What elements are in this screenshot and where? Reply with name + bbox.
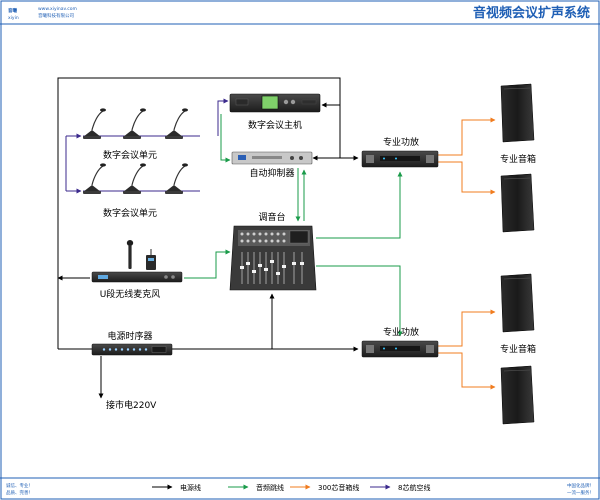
wireless-mic-label: U段无线麦克风 — [100, 288, 161, 300]
logo-text: 音曦 — [8, 7, 17, 14]
conference-unit-icon — [83, 108, 106, 139]
mixer-label: 调音台 — [258, 211, 285, 223]
speaker-line-bottom-2 — [438, 352, 496, 390]
conference-unit-icon — [165, 108, 188, 139]
audio-line-mic-to-mixer — [184, 249, 231, 279]
power-lines — [57, 77, 359, 399]
feedback-suppressor — [231, 151, 313, 165]
conference-unit-bottom-label: 数字会议单元 — [103, 207, 157, 219]
conference-host — [229, 93, 321, 113]
legend-label-speaker-cable: 300芯音箱线 — [318, 483, 359, 492]
footer-note-right-1: 中国化品牌！ — [567, 482, 594, 489]
logo: 音曦 xiyin — [8, 7, 19, 21]
speaker-icon — [500, 273, 535, 333]
conference-units-bottom — [83, 163, 188, 194]
amp-bottom-label: 专业功放 — [383, 326, 419, 338]
speaker-bottom-label: 专业音箱 — [500, 343, 536, 355]
power-sequencer — [91, 343, 173, 356]
legend-label-power: 电源线 — [180, 483, 201, 492]
speaker-icon — [500, 173, 535, 233]
feedback-suppressor-label: 自动抑制器 — [249, 167, 294, 179]
footer-note-left-2: 品质、完善！ — [6, 489, 33, 496]
speaker-line-bottom-1 — [438, 309, 496, 347]
speaker-icon — [500, 365, 535, 425]
conference-host-label: 数字会议主机 — [248, 119, 302, 131]
header-url: www.xiyinav.com — [38, 6, 77, 12]
speaker-top-label: 专业音箱 — [500, 153, 536, 165]
speaker-cables — [438, 117, 496, 390]
wireless-mic — [91, 240, 183, 283]
aviation-cables — [65, 98, 229, 194]
speaker-icon — [500, 83, 535, 143]
speaker-line-top-2 — [438, 161, 496, 195]
legend-label-aviation-cable: 8芯航空线 — [398, 483, 430, 492]
conference-unit-icon — [123, 108, 146, 139]
conference-unit-top-label: 数字会议单元 — [103, 149, 157, 161]
footer-note-left-1: 诚信、专业！ — [6, 482, 33, 489]
logo-subtext: xiyin — [8, 15, 19, 21]
legend-label-audio: 音频跳线 — [256, 483, 284, 492]
audio-line-mixer-to-amp-bottom — [316, 265, 403, 337]
audio-line-mixer-to-amp-top — [316, 171, 403, 239]
handheld-mic-icon — [126, 240, 134, 269]
amp-top-label: 专业功放 — [383, 136, 419, 148]
conference-unit-icon — [83, 163, 106, 194]
audio-lines — [184, 114, 403, 337]
amplifier-top — [361, 150, 439, 168]
aviation-line-host — [217, 98, 229, 136]
conference-unit-icon — [165, 163, 188, 194]
speaker-line-top-1 — [438, 117, 496, 156]
header-company: 音曦科技有限公司 — [38, 12, 74, 19]
footer-note-right-2: 一流一服务！ — [567, 489, 594, 496]
amplifier-bottom — [361, 340, 439, 358]
conference-unit-icon — [123, 163, 146, 194]
host-screen-icon — [261, 95, 279, 110]
page-title: 音视频会议扩声系统 — [473, 5, 590, 21]
bodypack-icon — [146, 249, 156, 270]
mains-label: 接市电220V — [106, 399, 157, 411]
audio-line-host-to-suppressor — [220, 114, 231, 163]
mixer — [229, 225, 317, 291]
conference-units-top — [83, 108, 188, 139]
legend: 电源线 音频跳线 300芯音箱线 8芯航空线 — [152, 483, 430, 492]
power-line-to-host — [57, 77, 341, 349]
power-sequencer-label: 电源时序器 — [107, 330, 152, 342]
